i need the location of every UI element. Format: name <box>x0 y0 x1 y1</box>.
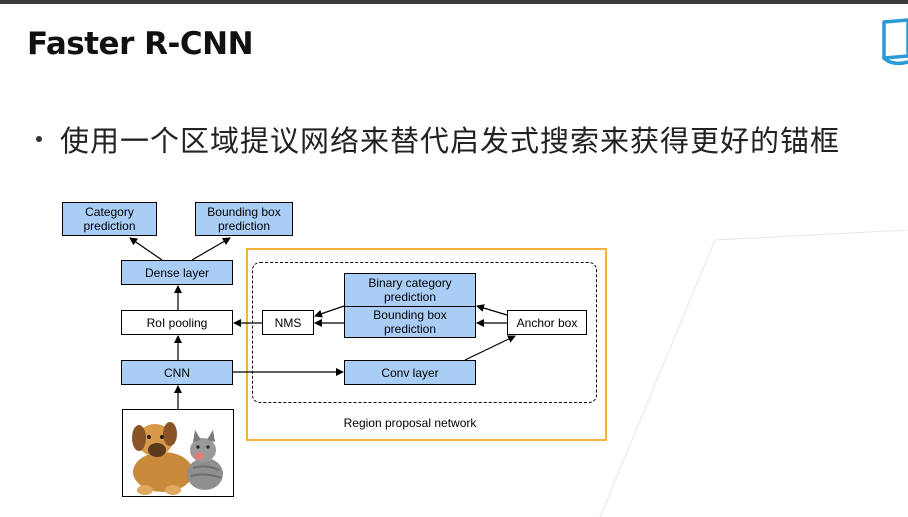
rpn-container <box>246 248 607 441</box>
roi-pooling-label: RoI pooling <box>146 315 208 330</box>
rpn-dashed-region <box>252 262 597 403</box>
arrow-dense-to-bbox <box>191 237 231 261</box>
conv-layer-label: Conv layer <box>381 365 439 380</box>
rpn-label: Region proposal network <box>343 416 477 430</box>
cnn-box: CNN <box>121 360 233 385</box>
rpn-bounding-box-prediction-box: Bounding box prediction <box>344 306 476 338</box>
bullet-point: 使用一个区域提议网络来替代启发式搜索来获得更好的锚框 <box>36 118 840 160</box>
arrow-dense-to-category <box>129 237 163 261</box>
book-logo-icon <box>882 18 908 66</box>
category-prediction-label: Category prediction <box>83 205 136 233</box>
category-prediction-box: Category prediction <box>62 202 157 236</box>
rpn-bounding-box-prediction-label: Bounding box prediction <box>373 308 447 336</box>
roi-pooling-box: RoI pooling <box>121 310 233 335</box>
arrow-binary-to-nms <box>314 305 345 318</box>
anchor-box-box: Anchor box <box>507 310 587 335</box>
arrow-conv-to-anchor <box>464 335 516 361</box>
decorative-lines <box>599 230 908 517</box>
binary-category-prediction-box: Binary category prediction <box>344 273 476 307</box>
input-image <box>122 409 234 497</box>
arrow-anchor-to-binary <box>476 304 508 316</box>
nms-label: NMS <box>274 315 302 330</box>
bullet-text: 使用一个区域提议网络来替代启发式搜索来获得更好的锚框 <box>60 124 841 158</box>
bullet-dot <box>36 136 42 142</box>
dense-layer-label: Dense layer <box>144 265 210 280</box>
bounding-box-prediction-label: Bounding box prediction <box>207 205 281 233</box>
dense-layer-box: Dense layer <box>121 260 233 285</box>
bounding-box-prediction-box: Bounding box prediction <box>195 202 293 236</box>
puppy-kitten-image <box>123 410 233 496</box>
cnn-label: CNN <box>164 365 190 380</box>
top-bar <box>0 0 908 4</box>
slide-title: Faster R-CNN <box>27 26 254 62</box>
conv-layer-box: Conv layer <box>344 360 476 385</box>
nms-box: NMS <box>262 310 314 335</box>
anchor-box-label: Anchor box <box>516 315 578 330</box>
binary-category-prediction-label: Binary category prediction <box>368 276 452 304</box>
